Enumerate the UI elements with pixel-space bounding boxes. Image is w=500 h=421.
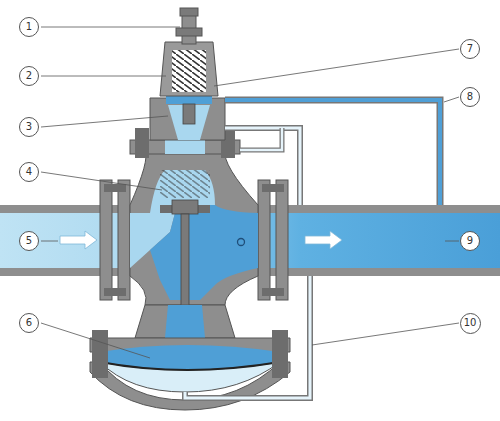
callout-circle: 7	[460, 39, 480, 59]
callout-circle: 6	[19, 313, 39, 333]
callout-number: 4	[26, 167, 32, 177]
callout-number: 5	[26, 236, 32, 246]
callout-circle: 8	[460, 87, 480, 107]
callout-circle: 4	[19, 162, 39, 182]
callout-circle: 1	[19, 17, 39, 37]
callout-circle: 2	[19, 66, 39, 86]
callout-number: 9	[467, 236, 473, 246]
callout-number: 3	[26, 122, 32, 132]
callout-circle: 5	[19, 231, 39, 251]
callout-number: 8	[467, 92, 473, 102]
callout-number: 1	[26, 22, 32, 32]
callout-circle: 10	[460, 313, 481, 334]
callout-number: 10	[464, 318, 477, 328]
callout-number: 6	[26, 318, 32, 328]
callout-circle: 3	[19, 117, 39, 137]
callout-number: 2	[26, 71, 32, 81]
callout-number: 7	[467, 44, 473, 54]
callout-circle: 9	[460, 231, 480, 251]
